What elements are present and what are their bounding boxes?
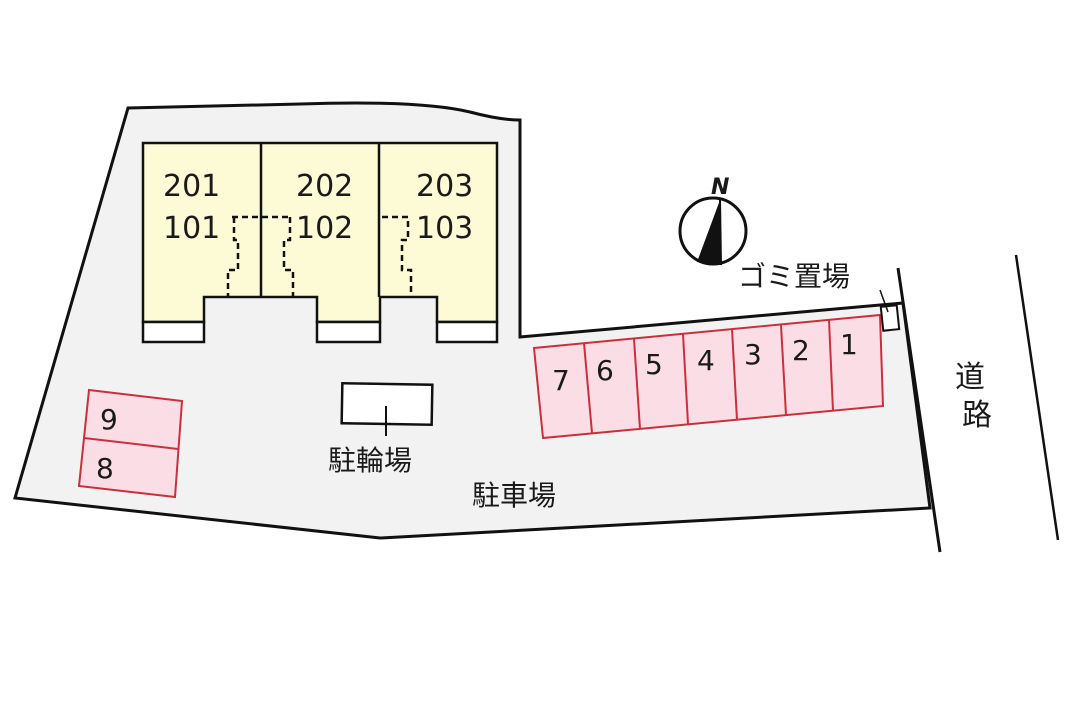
parking-space-9: 9 xyxy=(100,403,118,436)
bicycle-parking-label: 駐輪場 xyxy=(328,444,412,477)
garbage-label: ゴミ置場 xyxy=(738,260,850,293)
parking-space-1: 1 xyxy=(840,328,858,361)
unit-203: 203 xyxy=(416,169,473,204)
unit-201: 201 xyxy=(163,169,220,204)
apartment-building: 201 101 202 102 203 103 xyxy=(141,141,499,344)
car-parking-label: 駐車場 xyxy=(472,479,556,512)
bicycle-parking: 駐輪場 xyxy=(328,381,434,477)
unit-101: 101 xyxy=(163,211,220,246)
north-arrow-icon: N xyxy=(678,175,748,266)
parking-space-7: 7 xyxy=(552,364,570,397)
unit-202: 202 xyxy=(296,169,353,204)
parking-space-6: 6 xyxy=(596,354,614,387)
north-label: N xyxy=(711,175,729,200)
parking-space-5: 5 xyxy=(645,348,663,381)
road-label-2: 路 xyxy=(962,398,992,433)
parking-space-4: 4 xyxy=(697,344,715,377)
garbage-area: ゴミ置場 xyxy=(738,260,901,332)
road-label-1: 道 xyxy=(955,360,985,395)
parking-row-main: 7 6 5 4 3 2 1 xyxy=(532,313,885,440)
unit-102: 102 xyxy=(296,211,353,246)
parking-space-2: 2 xyxy=(792,334,810,367)
parking-space-8: 8 xyxy=(96,452,114,485)
parking-space-3: 3 xyxy=(744,338,762,371)
road: 道 路 xyxy=(896,254,1060,553)
parking-row-west: 9 8 xyxy=(77,388,184,499)
unit-103: 103 xyxy=(416,211,473,246)
